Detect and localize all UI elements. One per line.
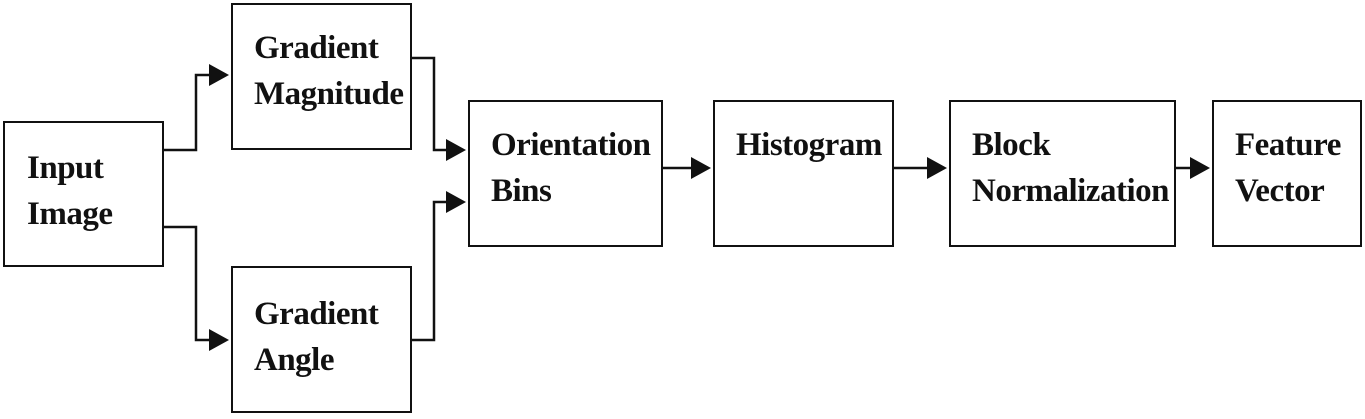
node-orientation-bins: Orientation Bins	[468, 100, 663, 247]
edge-mag-orient	[412, 56, 466, 161]
edge-hist-block	[894, 157, 947, 179]
node-input-image-line-1: Input	[27, 150, 104, 186]
node-gradient-angle-line-1: Gradient	[254, 296, 379, 332]
node-orientation-bins-line-1: Orientation	[491, 127, 651, 163]
node-orientation-bins-line-2: Bins	[491, 173, 552, 210]
arrowhead-icon	[209, 329, 229, 351]
node-block-normalization: Block Normalization	[949, 100, 1176, 247]
edge-input-mag	[164, 64, 229, 152]
node-input-image: Input Image	[3, 121, 164, 267]
edge-orient-hist	[663, 157, 711, 179]
arrowhead-icon	[927, 157, 947, 179]
arrowhead-icon	[691, 157, 711, 179]
node-gradient-angle: Gradient Angle	[231, 266, 412, 413]
node-gradient-magnitude: Gradient Magnitude	[231, 3, 412, 150]
edge-input-ang	[164, 225, 229, 351]
node-gradient-magnitude-line-1: Gradient	[254, 30, 379, 66]
node-histogram-line-1: Histogram	[736, 127, 882, 163]
arrowhead-icon	[209, 64, 229, 86]
node-block-normalization-line-2: Normalization	[972, 173, 1169, 210]
node-feature-vector-line-2: Vector	[1235, 173, 1325, 210]
edge-ang-orient	[412, 191, 466, 342]
node-gradient-magnitude-line-2: Magnitude	[254, 76, 404, 113]
arrowhead-icon	[1190, 157, 1210, 179]
arrowhead-icon	[446, 191, 466, 213]
node-feature-vector: Feature Vector	[1212, 100, 1362, 247]
node-gradient-angle-line-2: Angle	[254, 342, 335, 379]
edge-block-feat	[1176, 157, 1210, 179]
node-histogram: Histogram	[713, 100, 894, 247]
arrowhead-icon	[446, 139, 466, 161]
node-feature-vector-line-1: Feature	[1235, 127, 1341, 163]
node-input-image-line-2: Image	[27, 196, 113, 233]
node-block-normalization-line-1: Block	[972, 127, 1051, 163]
